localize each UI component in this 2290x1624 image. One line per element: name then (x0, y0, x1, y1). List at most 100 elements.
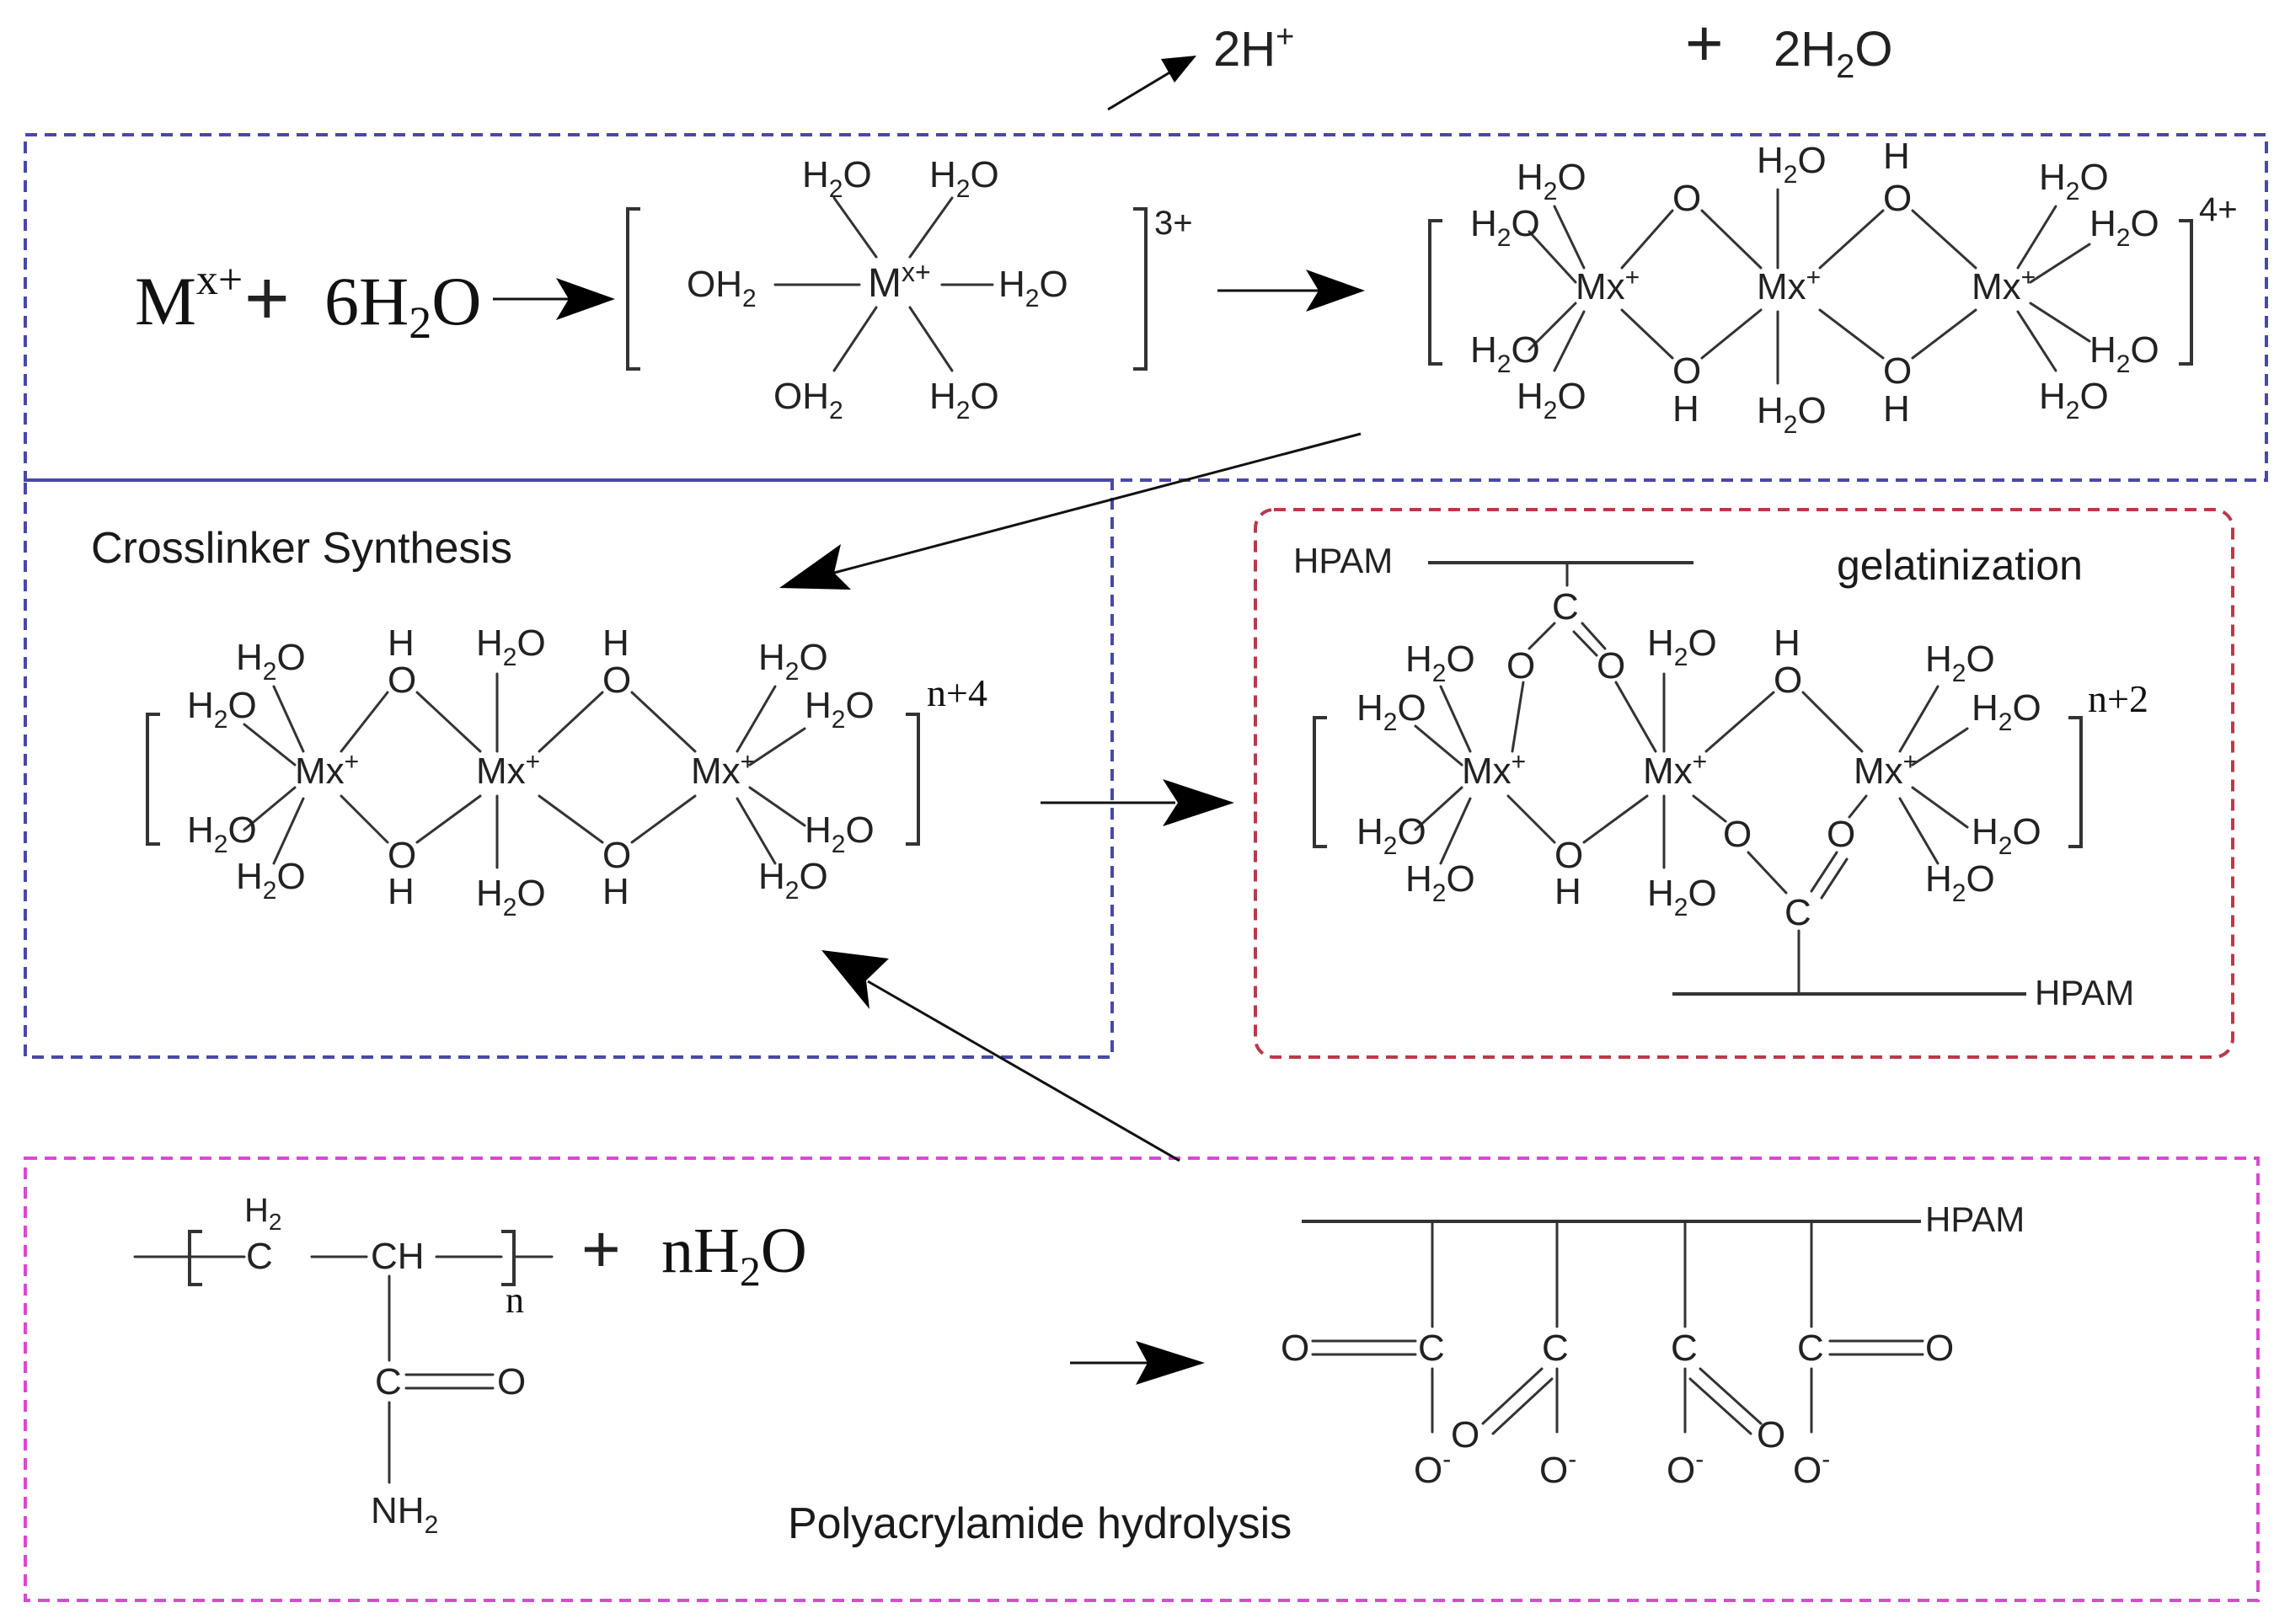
cl-bridge-h2: H (388, 871, 415, 912)
right-bracket (1133, 207, 1148, 371)
c-water-3: H2O (2089, 329, 2159, 378)
gel-bridge-h-ab: H (1554, 871, 1581, 912)
cl-bond-a-w4 (272, 797, 305, 865)
pam-h2: H2 (244, 1192, 281, 1235)
crosslinker-polymer: n+4 Mx+ Mx+ Mx+ H O O H H O O H H2O H2O … (146, 622, 987, 922)
gel-bond-oab-b (1582, 794, 1649, 844)
gel-bot-o2-c (1848, 794, 1868, 819)
bond-a-obot (1620, 308, 1674, 360)
gel-bond-c-w3 (1911, 786, 1969, 829)
bridge-h-top-bc: H (1883, 136, 1910, 177)
pam-nh2: NH2 (371, 1490, 438, 1539)
hpam-co-2b (1491, 1377, 1554, 1435)
bond-up-left (832, 196, 878, 259)
water-formula: 2H2O (1774, 22, 1893, 85)
cl-bond-4 (415, 794, 482, 844)
bond-c-w3 (2029, 302, 2091, 343)
b-water-top: H2O (1757, 140, 1827, 189)
cl-bond-5 (538, 691, 604, 753)
hpam-co-3b (1688, 1377, 1752, 1435)
olated-trimer: 4+ Mx+ Mx+ Mx+ O O H H O O H H2O H2O H2O… (1428, 136, 2238, 439)
crosslinker-synthesis-box (24, 478, 1114, 1059)
pam-ch: CH (371, 1236, 425, 1277)
gel-hpam-top: HPAM (1293, 541, 1393, 580)
a-water-1: H2O (1517, 157, 1586, 206)
cl-a-water-1: H2O (236, 637, 306, 686)
cl-bond-8 (630, 794, 697, 844)
gel-bond-b-obc (1704, 691, 1775, 753)
bond-up-right (908, 196, 954, 259)
polyacrylamide-unit: H2 C CH n C O NH2 + nH2O (133, 1192, 807, 1539)
hexaaqua-complex: 3+ Mx+ OH2 H2O H2O H2O OH2 H2O (626, 154, 1193, 425)
complex-charge: 3+ (1154, 205, 1193, 242)
cl-bond-3 (340, 794, 389, 844)
hpam-ominus-4: O- (1793, 1445, 1830, 1491)
bond-obot-b (1700, 308, 1763, 360)
cl-bond-c-w2 (748, 727, 806, 767)
gelation-arrowhead (1163, 779, 1234, 826)
hydrolysis-arrowhead (1136, 1341, 1205, 1385)
gel-top-c-o1 (1528, 622, 1556, 650)
metal-a: Mx+ (1576, 264, 1640, 307)
water-reactant: 6H2O (324, 263, 481, 348)
gelatinization-label: gelatinization (1837, 542, 2083, 589)
gel-bond-a-w3 (1414, 786, 1463, 831)
cl-c-water-1: H2O (758, 637, 828, 686)
gel-metal-c: Mx+ (1854, 748, 1918, 792)
gel-top-c-o2a (1581, 622, 1607, 650)
gel-bottom-carbon: C (1784, 892, 1811, 933)
plus-sign: + (244, 255, 290, 341)
gel-a-water-1: H2O (1405, 638, 1475, 687)
cl-bond-c-w3 (748, 786, 806, 827)
pam-water: nH2O (661, 1215, 807, 1295)
gel-bond-a-w1 (1439, 685, 1472, 753)
gel-metal-a: Mx+ (1462, 748, 1526, 792)
ligand-top-right: H2O (929, 154, 999, 203)
metal-c: Mx+ (1972, 264, 2036, 307)
trimer-right-bracket (2179, 219, 2193, 366)
metal-hydration-equation: Mx+ + 6H2O (135, 255, 615, 348)
hpam-ominus-2: O- (1539, 1445, 1576, 1491)
gel-top-o2: O (1597, 645, 1625, 686)
gel-bond-c-w2 (1911, 727, 1969, 767)
a-water-3: H2O (1470, 329, 1540, 378)
cl-metal-b: Mx+ (476, 748, 540, 792)
cl-bond-2 (415, 691, 482, 753)
cl-bridge-o1: O (388, 660, 416, 701)
metal-b: Mx+ (1757, 264, 1821, 307)
gel-top-carbon: C (1552, 586, 1579, 628)
bond-obot-c (1911, 308, 1977, 360)
gel-b-water-top: H2O (1647, 622, 1717, 671)
gel-left-bracket (1313, 716, 1327, 848)
gel-bot-o1: O (1723, 814, 1752, 855)
gel-bond-c-w4 (1898, 797, 1940, 865)
hpam-ominus-1: O- (1414, 1445, 1451, 1491)
a-water-2: H2O (1470, 203, 1540, 252)
ligand-right: H2O (998, 264, 1068, 313)
pam-plus: + (581, 1211, 621, 1286)
gel-bridge-o-bc: O (1774, 660, 1802, 701)
crosslinker-top-box (24, 133, 2268, 482)
pam-carbonyl-c: C (375, 1361, 402, 1402)
release-arrowhead (1161, 56, 1196, 83)
crosslinker-charge: n+4 (927, 671, 987, 714)
cl-b-water-top: H2O (476, 622, 546, 671)
cl-bridge-o4: O (602, 835, 631, 876)
cl-metal-c: Mx+ (691, 748, 755, 792)
pam-carbonyl-o: O (497, 1361, 526, 1402)
gel-bot-o2: O (1827, 814, 1855, 855)
gel-metal-b: Mx+ (1643, 748, 1707, 792)
cl-metal-a: Mx+ (295, 748, 359, 792)
hydrolysis-feed-arrow (867, 980, 1180, 1162)
cl-a-water-4: H2O (236, 856, 306, 905)
gel-c-water-1: H2O (1925, 638, 1995, 687)
bond-a-w2 (1528, 230, 1577, 284)
hpam-o-3: O (1757, 1414, 1785, 1456)
cl-bridge-h4: H (602, 871, 629, 912)
bond-b-obot (1818, 308, 1885, 360)
bridge-o-bottom-ab: O (1672, 350, 1701, 392)
cl-bond-a-w2 (243, 723, 297, 767)
protons-formula: 2H+ (1213, 19, 1294, 77)
bond-a-otop (1620, 209, 1674, 270)
